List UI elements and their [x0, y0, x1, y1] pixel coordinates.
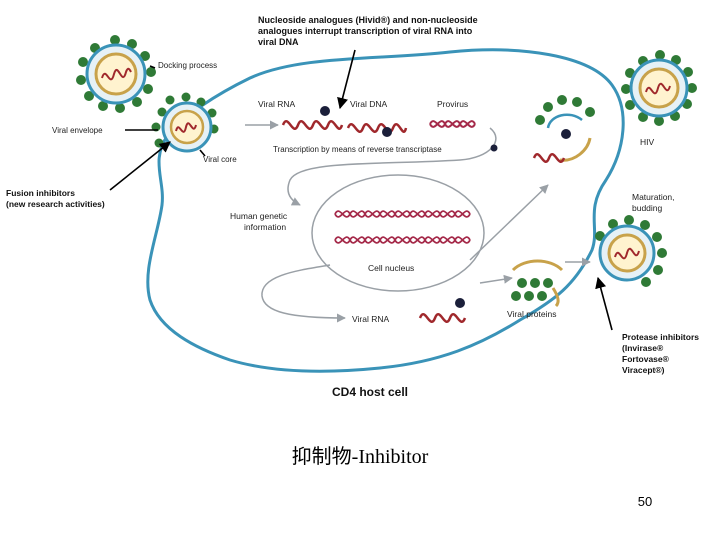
viral-envelope-label: Viral envelope [52, 126, 103, 135]
maturation-label-1: Maturation, [632, 192, 675, 202]
viral-dna-label: Viral DNA [350, 99, 387, 109]
virus-docking-icon [76, 35, 156, 113]
svg-text:analogues interrupt transcript: analogues interrupt transcription of vir… [258, 26, 473, 36]
svg-text:Maturation,: Maturation, [632, 192, 675, 202]
svg-text:Transcription by means of reve: Transcription by means of reverse transc… [273, 145, 442, 154]
svg-text:Viral RNA: Viral RNA [258, 99, 295, 109]
human-genetic-label-2: information [244, 222, 286, 232]
svg-text:CD4 host cell: CD4 host cell [332, 385, 408, 399]
slide-caption: 抑制物-Inhibitor [291, 446, 429, 468]
svg-text:Cell nucleus: Cell nucleus [368, 263, 414, 273]
nucleoside-label-1: Nucleoside analogues (Hivid®) and non-nu… [258, 15, 478, 25]
svg-text:Docking process: Docking process [158, 61, 217, 70]
svg-text:Viral DNA: Viral DNA [350, 99, 387, 109]
svg-text:viral DNA: viral DNA [258, 37, 299, 47]
viral-rna-bottom-icon [418, 298, 467, 323]
svg-text:Viral core: Viral core [203, 155, 237, 164]
svg-text:(Invirase®: (Invirase® [622, 343, 664, 353]
docking-label: Docking process [158, 61, 217, 70]
svg-text:Fortovase®: Fortovase® [622, 354, 670, 364]
viral-proteins-icon [511, 259, 564, 308]
cell-nucleus [311, 174, 485, 292]
hiv-virion-icon [621, 50, 697, 126]
viral-rna-bottom-label: Viral RNA [352, 314, 389, 324]
protease-label-2: (Invirase® [622, 343, 664, 353]
svg-text:HIV: HIV [640, 137, 655, 147]
svg-text:Viracept®): Viracept®) [622, 365, 665, 375]
diagram-title: CD4 host cell [332, 385, 408, 399]
assembling-virus-icon [532, 95, 595, 163]
provirus-icon [429, 120, 476, 128]
svg-text:Viral RNA: Viral RNA [352, 314, 389, 324]
protease-label-4: Viracept®) [622, 365, 665, 375]
svg-text:Nucleoside analogues (Hivid®): Nucleoside analogues (Hivid®) and non-nu… [258, 15, 478, 25]
svg-text:Fusion inhibitors: Fusion inhibitors [6, 188, 75, 198]
svg-text:Provirus: Provirus [437, 99, 468, 109]
protease-label-1: Protease inhibitors [622, 332, 699, 342]
transcription-label: Transcription by means of reverse transc… [273, 145, 442, 154]
protease-label-3: Fortovase® [622, 354, 670, 364]
enzyme-dot [490, 144, 498, 152]
page-number: 50 [637, 494, 653, 509]
nucleoside-label-2: analogues interrupt transcription of vir… [258, 26, 473, 36]
svg-text:Viral envelope: Viral envelope [52, 126, 103, 135]
svg-text:Human genetic: Human genetic [230, 211, 288, 221]
flow-arrows [245, 120, 591, 323]
hiv-label: HIV [640, 137, 655, 147]
provirus-label: Provirus [437, 99, 468, 109]
cell-nucleus-label: Cell nucleus [368, 263, 414, 273]
svg-text:Protease inhibitors: Protease inhibitors [622, 332, 699, 342]
pointer-arrows [109, 49, 613, 331]
budding-virus-icon [595, 215, 667, 287]
viral-rna-icon [281, 106, 344, 130]
nucleoside-label-3: viral DNA [258, 37, 299, 47]
viral-core-label: Viral core [203, 155, 237, 164]
svg-text:Viral proteins: Viral proteins [507, 309, 556, 319]
svg-text:(new research activities): (new research activities) [6, 199, 105, 209]
maturation-label-2: budding [632, 203, 663, 213]
fusion-label-2: (new research activities) [6, 199, 105, 209]
svg-text:budding: budding [632, 203, 663, 213]
human-genetic-label-1: Human genetic [230, 211, 288, 221]
fusion-label-1: Fusion inhibitors [6, 188, 75, 198]
viral-dna-icon [346, 123, 408, 137]
viral-proteins-label: Viral proteins [507, 309, 556, 319]
viral-rna-label: Viral RNA [258, 99, 295, 109]
svg-text:information: information [244, 222, 286, 232]
human-dna-icon [334, 210, 471, 244]
